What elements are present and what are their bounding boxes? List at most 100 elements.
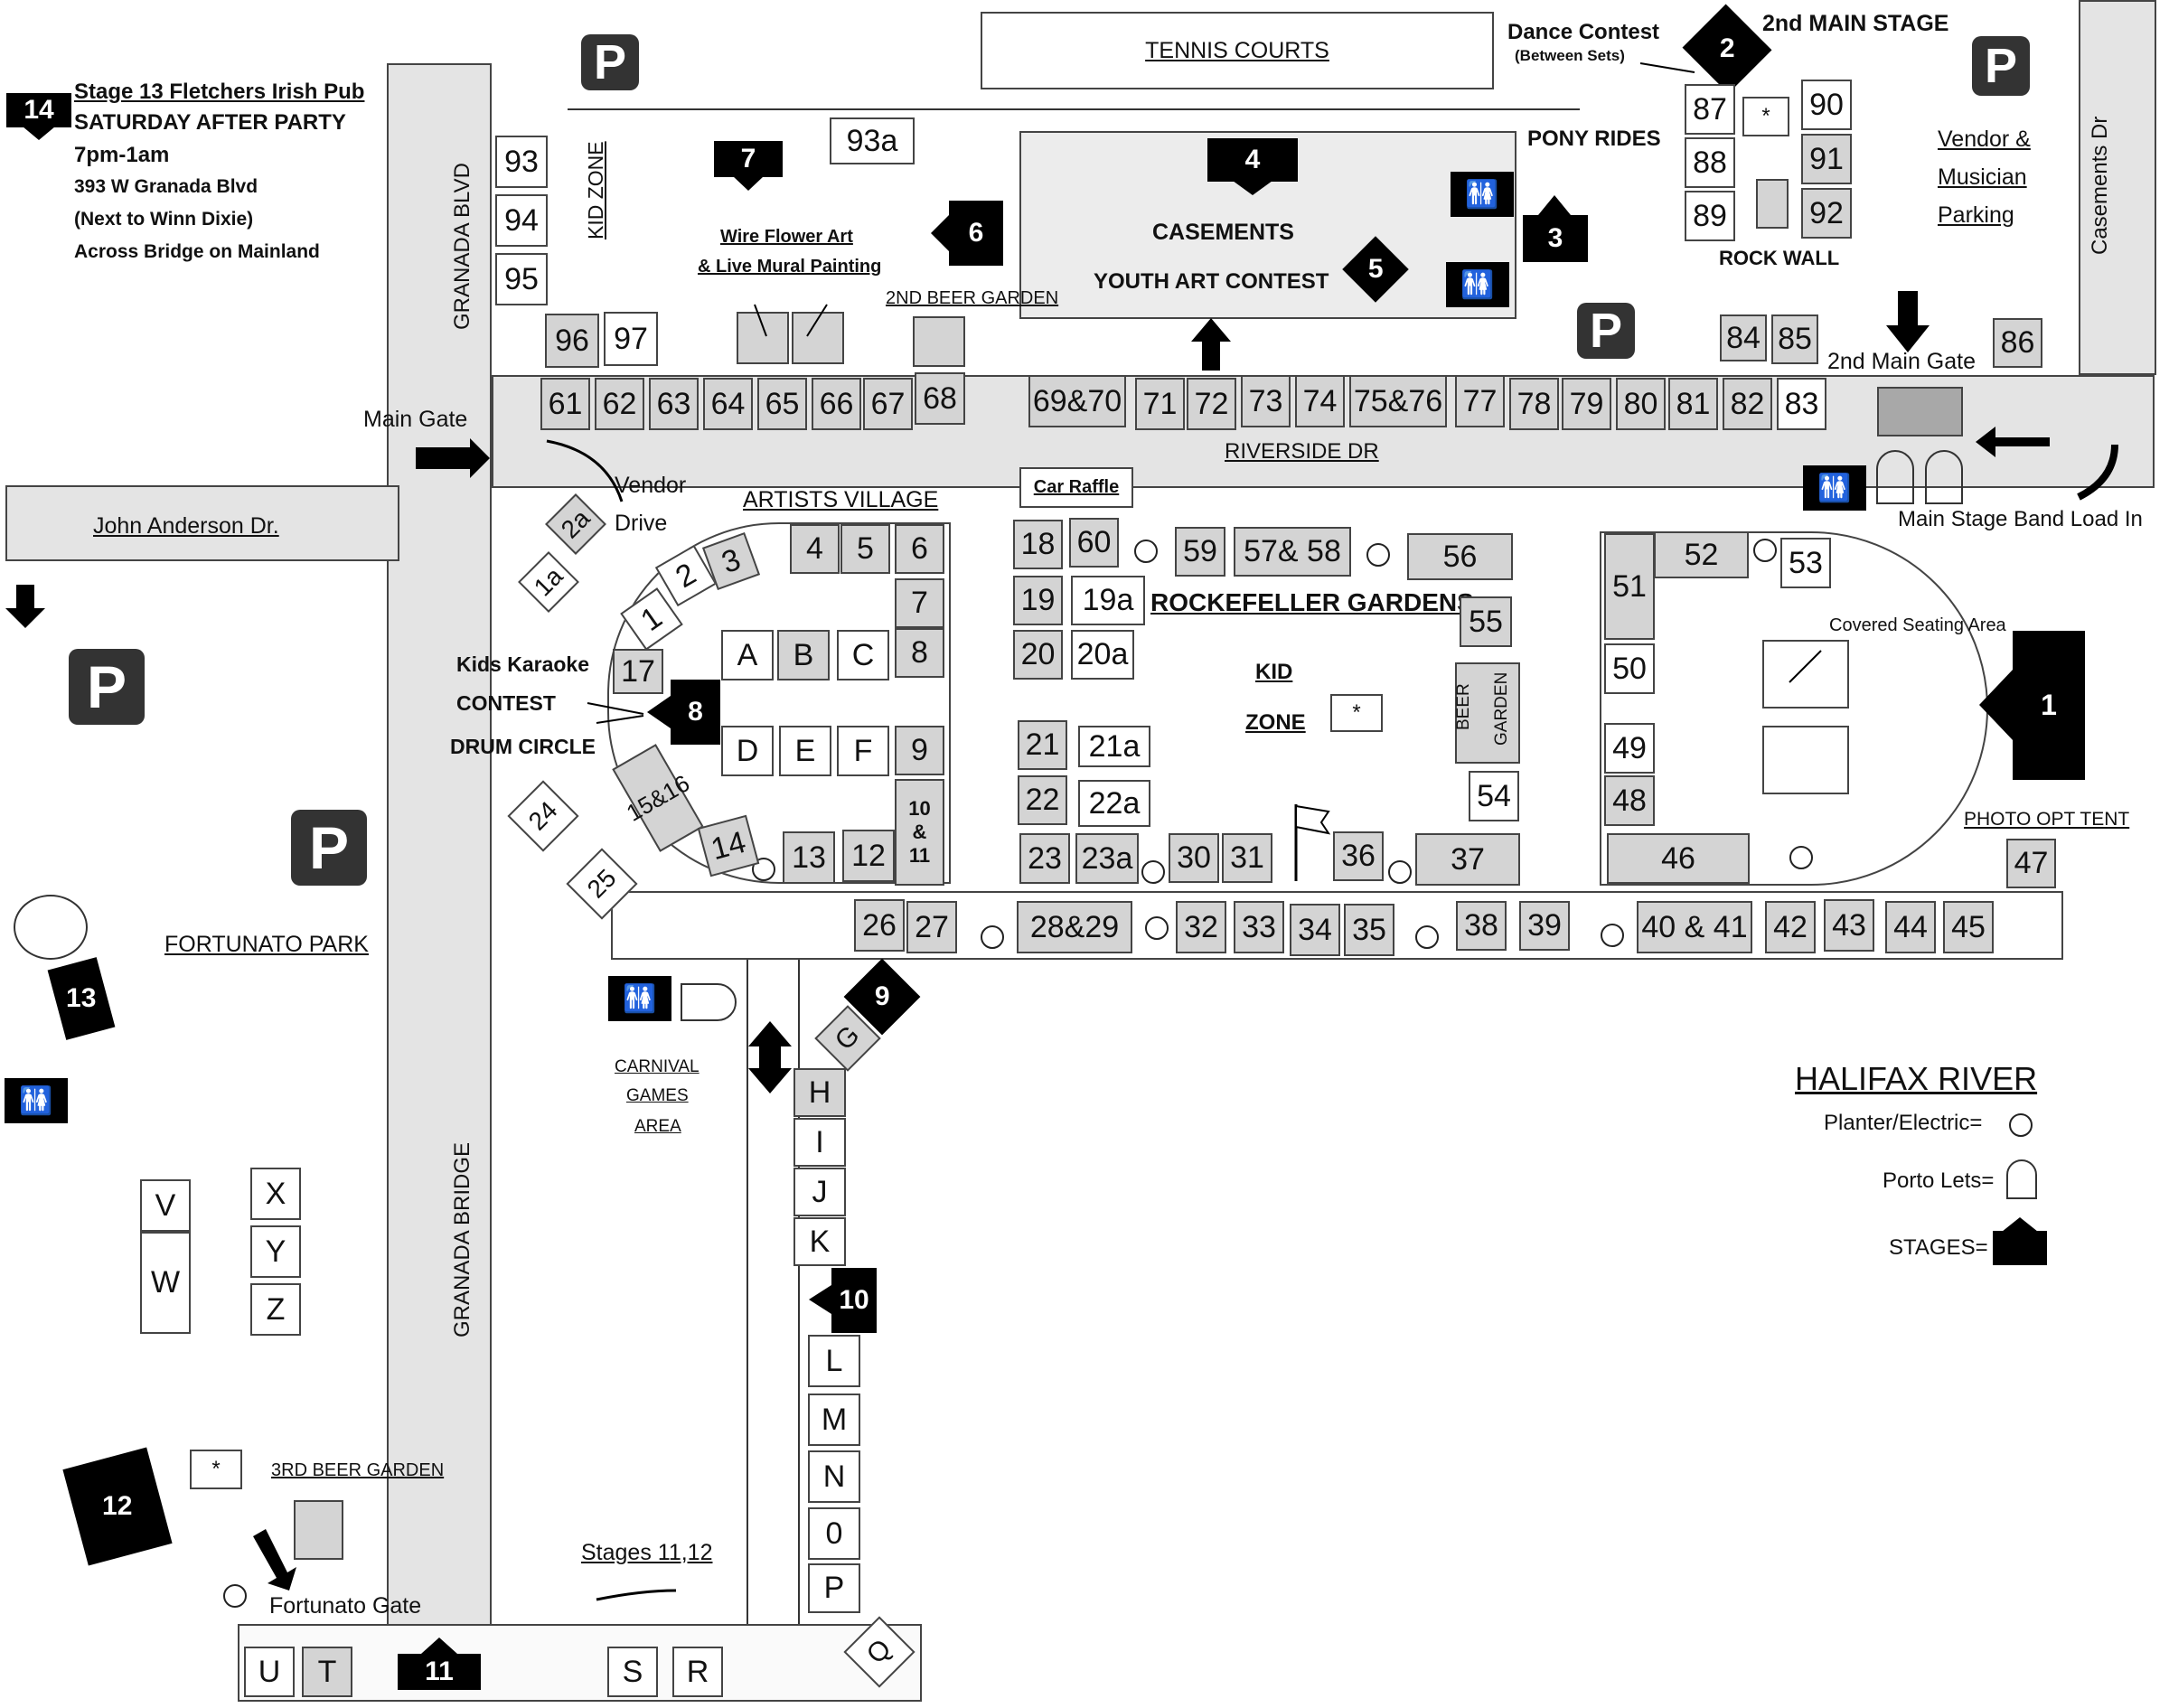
booth-73[interactable]: 73 <box>1241 375 1291 427</box>
booth-57-58[interactable]: 57& 58 <box>1234 527 1351 577</box>
booth-E[interactable]: E <box>779 726 831 776</box>
booth-21a[interactable]: 21a <box>1078 726 1150 767</box>
booth-5[interactable]: 5 <box>840 524 890 574</box>
booth-Y[interactable]: Y <box>250 1225 301 1278</box>
booth-87[interactable]: 87 <box>1685 84 1735 135</box>
booth-10-11[interactable]: 10 & 11 <box>895 779 944 886</box>
booth-72[interactable]: 72 <box>1187 378 1236 430</box>
booth-2a[interactable]: 2a <box>545 493 606 555</box>
booth-J[interactable]: J <box>793 1168 846 1216</box>
booth-60[interactable]: 60 <box>1069 518 1119 568</box>
booth-23[interactable]: 23 <box>1019 833 1070 884</box>
booth-H[interactable]: H <box>793 1068 846 1117</box>
booth-95[interactable]: 95 <box>495 253 548 305</box>
booth-86[interactable]: 86 <box>1993 318 2042 368</box>
booth-N[interactable]: N <box>808 1450 860 1503</box>
booth-17[interactable]: 17 <box>613 649 663 694</box>
booth-6[interactable]: 6 <box>895 524 944 574</box>
booth-Z[interactable]: Z <box>250 1283 301 1336</box>
booth-F[interactable]: F <box>837 726 889 776</box>
booth-22[interactable]: 22 <box>1018 775 1067 825</box>
booth-74[interactable]: 74 <box>1295 375 1345 427</box>
booth-28-29[interactable]: 28&29 <box>1017 901 1132 953</box>
booth-star-1[interactable]: * <box>1742 97 1789 136</box>
booth-45[interactable]: 45 <box>1943 901 1994 953</box>
booth-0[interactable]: 0 <box>808 1507 860 1560</box>
booth-D[interactable]: D <box>721 726 774 776</box>
booth-13[interactable]: 13 <box>783 831 835 884</box>
booth-44[interactable]: 44 <box>1885 901 1936 953</box>
booth-W[interactable]: W <box>140 1232 191 1334</box>
booth-X[interactable]: X <box>250 1168 301 1220</box>
booth-24[interactable]: 24 <box>507 780 579 852</box>
booth-S[interactable]: S <box>607 1647 658 1697</box>
booth-35[interactable]: 35 <box>1344 904 1394 956</box>
booth-34[interactable]: 34 <box>1290 904 1340 956</box>
booth-88[interactable]: 88 <box>1685 137 1735 188</box>
booth-19[interactable]: 19 <box>1013 576 1063 625</box>
booth-7[interactable]: 7 <box>895 578 944 628</box>
booth-12[interactable]: 12 <box>842 830 895 882</box>
booth-93a[interactable]: 93a <box>830 117 915 164</box>
booth-80[interactable]: 80 <box>1616 378 1666 430</box>
booth-U[interactable]: U <box>244 1647 295 1697</box>
booth-36[interactable]: 36 <box>1333 831 1384 881</box>
booth-56[interactable]: 56 <box>1407 533 1513 580</box>
booth-43[interactable]: 43 <box>1824 899 1874 952</box>
booth-75-76[interactable]: 75&76 <box>1349 375 1447 427</box>
booth-19a[interactable]: 19a <box>1071 576 1145 625</box>
booth-94[interactable]: 94 <box>495 194 548 247</box>
booth-1a[interactable]: 1a <box>518 551 579 613</box>
booth-93[interactable]: 93 <box>495 136 548 188</box>
booth-26[interactable]: 26 <box>854 899 905 952</box>
booth-85[interactable]: 85 <box>1771 314 1818 364</box>
booth-71[interactable]: 71 <box>1135 378 1185 430</box>
booth-38[interactable]: 38 <box>1456 901 1507 951</box>
booth-42[interactable]: 42 <box>1765 901 1816 953</box>
booth-65[interactable]: 65 <box>757 378 807 430</box>
booth-27[interactable]: 27 <box>906 901 957 953</box>
booth-20[interactable]: 20 <box>1013 630 1063 680</box>
booth-64[interactable]: 64 <box>703 378 753 430</box>
booth-M[interactable]: M <box>808 1394 860 1446</box>
booth-8[interactable]: 8 <box>895 628 944 678</box>
booth-48[interactable]: 48 <box>1604 775 1655 826</box>
booth-82[interactable]: 82 <box>1723 378 1772 430</box>
booth-20a[interactable]: 20a <box>1071 630 1134 680</box>
booth-30[interactable]: 30 <box>1169 833 1219 883</box>
booth-18[interactable]: 18 <box>1013 520 1063 569</box>
booth-37[interactable]: 37 <box>1415 833 1520 886</box>
booth-63[interactable]: 63 <box>649 378 699 430</box>
booth-39[interactable]: 39 <box>1519 901 1570 951</box>
booth-A[interactable]: A <box>721 630 774 680</box>
booth-90[interactable]: 90 <box>1801 80 1852 130</box>
booth-92[interactable]: 92 <box>1801 188 1852 239</box>
booth-79[interactable]: 79 <box>1562 378 1611 430</box>
booth-89[interactable]: 89 <box>1685 191 1735 241</box>
booth-40-41[interactable]: 40 & 41 <box>1637 901 1752 953</box>
booth-77[interactable]: 77 <box>1455 375 1505 427</box>
booth-61[interactable]: 61 <box>540 378 590 430</box>
booth-C[interactable]: C <box>837 630 889 680</box>
booth-I[interactable]: I <box>793 1118 846 1167</box>
booth-50[interactable]: 50 <box>1604 643 1655 694</box>
booth-68[interactable]: 68 <box>915 372 965 425</box>
booth-49[interactable]: 49 <box>1604 723 1655 774</box>
booth-22a[interactable]: 22a <box>1078 780 1150 827</box>
booth-33[interactable]: 33 <box>1234 901 1284 953</box>
booth-31[interactable]: 31 <box>1222 833 1272 883</box>
booth-4[interactable]: 4 <box>790 524 840 574</box>
booth-9[interactable]: 9 <box>895 726 944 775</box>
booth-star-3[interactable]: * <box>190 1450 242 1489</box>
booth-54[interactable]: 54 <box>1469 771 1519 821</box>
booth-P[interactable]: P <box>808 1563 860 1613</box>
booth-R[interactable]: R <box>672 1647 723 1697</box>
booth-star-2[interactable]: * <box>1330 694 1383 732</box>
booth-B[interactable]: B <box>777 630 830 680</box>
booth-55[interactable]: 55 <box>1460 596 1512 647</box>
booth-K[interactable]: K <box>793 1217 846 1266</box>
booth-L[interactable]: L <box>808 1335 860 1387</box>
booth-T[interactable]: T <box>302 1647 352 1697</box>
booth-97[interactable]: 97 <box>604 312 658 366</box>
booth-32[interactable]: 32 <box>1176 901 1226 953</box>
